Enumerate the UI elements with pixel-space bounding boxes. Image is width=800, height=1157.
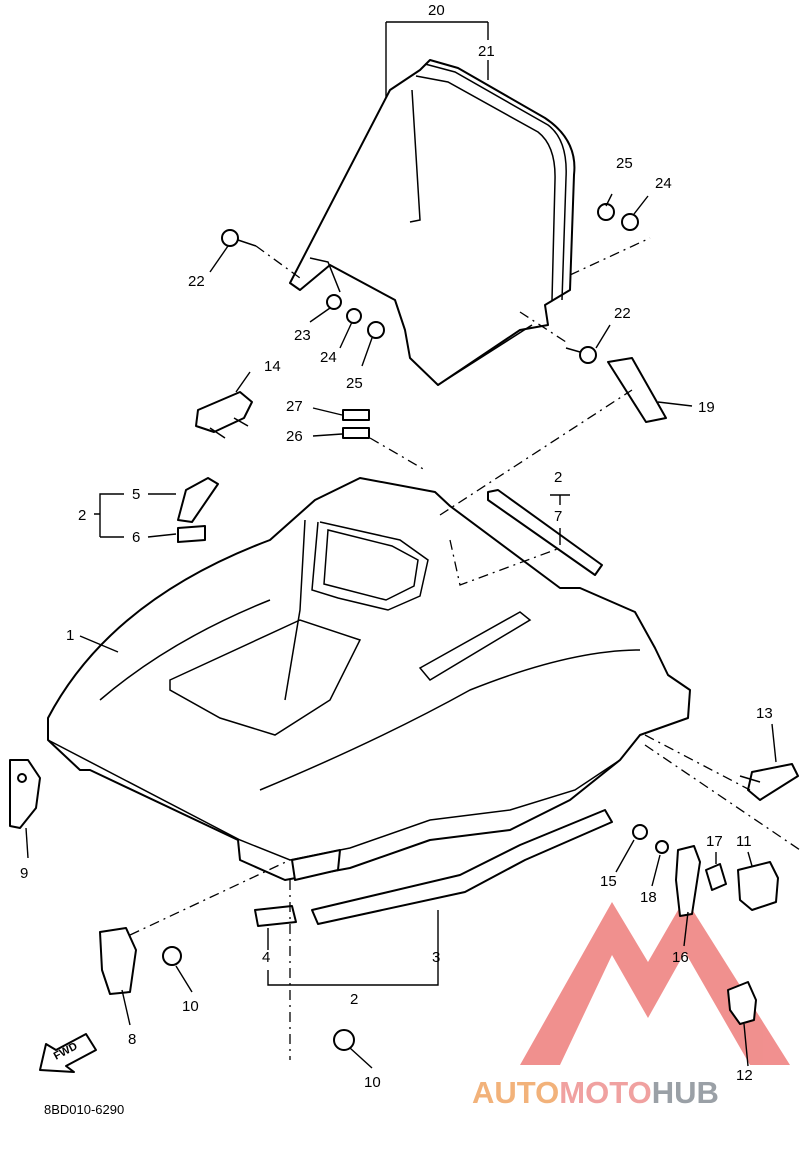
- callout-3: 3: [432, 949, 440, 966]
- latch-9: [9, 759, 41, 829]
- fwd-arrow: FWD: [39, 1033, 97, 1073]
- callout-2-right: 2: [554, 469, 562, 486]
- watermark-hub: HUB: [652, 1075, 719, 1110]
- callout-23: 23: [294, 327, 311, 344]
- grommet-10b: [333, 1029, 355, 1051]
- pad-4: [254, 905, 297, 927]
- callout-5: 5: [132, 486, 140, 503]
- nut-25-low: [367, 321, 385, 339]
- nut-15: [632, 824, 648, 840]
- callout-22-right: 22: [614, 305, 631, 322]
- hook-screw-13: [739, 775, 761, 783]
- bolt-22-left: [221, 229, 239, 247]
- diagram-code: 8BD010-6290: [44, 1102, 124, 1117]
- windshield: [289, 59, 576, 386]
- watermark-auto: AUTO: [472, 1075, 559, 1110]
- callout-17: 17: [706, 833, 723, 850]
- callout-27: 27: [286, 398, 303, 415]
- collar-17: [705, 863, 727, 891]
- leader-lines: [25, 21, 777, 1069]
- callout-12: 12: [736, 1067, 753, 1084]
- pad-5: [177, 477, 219, 523]
- latch-9-hole: [17, 773, 27, 783]
- callout-10-lower: 10: [364, 1074, 381, 1091]
- callout-2-bottom: 2: [350, 991, 358, 1008]
- watermark-moto: MOTO: [559, 1075, 651, 1110]
- callout-24-top: 24: [655, 175, 672, 192]
- knob-12: [727, 981, 757, 1025]
- callout-9: 9: [20, 865, 28, 882]
- seal-strip-3: [311, 809, 613, 925]
- callout-7: 7: [554, 508, 562, 525]
- callout-26: 26: [286, 428, 303, 445]
- callout-22-left: 22: [188, 273, 205, 290]
- hook-13: [747, 763, 799, 801]
- pad-6: [177, 525, 206, 543]
- callout-8: 8: [128, 1031, 136, 1048]
- callout-11: 11: [736, 833, 752, 850]
- bolt-22-right: [579, 346, 597, 364]
- nut-25-high: [597, 203, 615, 221]
- callout-10-upper: 10: [182, 998, 199, 1015]
- bolt-22-right-shaft: [565, 347, 581, 353]
- hood: [47, 477, 691, 881]
- callout-24-low: 24: [320, 349, 337, 366]
- callout-4: 4: [262, 949, 270, 966]
- watermark-text: AUTOMOTOHUB: [472, 1075, 719, 1110]
- callout-21: 21: [478, 43, 495, 60]
- tape-27: [342, 409, 370, 421]
- washer-23: [326, 294, 342, 310]
- washer-18: [655, 840, 669, 854]
- sticker-panel: [607, 357, 667, 423]
- watermark-logo: [520, 898, 790, 1065]
- washer-24-high: [621, 213, 639, 231]
- tape-26: [342, 427, 370, 439]
- seal-strip-7: [487, 489, 603, 576]
- callout-19: 19: [698, 399, 715, 416]
- callout-25-low: 25: [346, 375, 363, 392]
- washer-24-low: [346, 308, 362, 324]
- grommet-10: [162, 946, 182, 966]
- callout-20: 20: [428, 2, 445, 19]
- callout-18: 18: [640, 889, 657, 906]
- latch-8: [99, 927, 137, 995]
- callout-1: 1: [66, 627, 74, 644]
- callout-13: 13: [756, 705, 773, 722]
- callout-25-top: 25: [616, 155, 633, 172]
- hinge-screws-14: [209, 417, 249, 439]
- callout-2-left: 2: [78, 507, 86, 524]
- callout-16: 16: [672, 949, 689, 966]
- callout-6: 6: [132, 529, 140, 546]
- bracket-11: [737, 861, 779, 911]
- callout-15: 15: [600, 873, 617, 890]
- hinge-bracket-14: [195, 391, 253, 433]
- bolt-22-left-shaft: [237, 239, 257, 247]
- callout-14: 14: [264, 358, 281, 375]
- assembly-lines: [129, 237, 800, 1060]
- lever-16: [675, 845, 701, 917]
